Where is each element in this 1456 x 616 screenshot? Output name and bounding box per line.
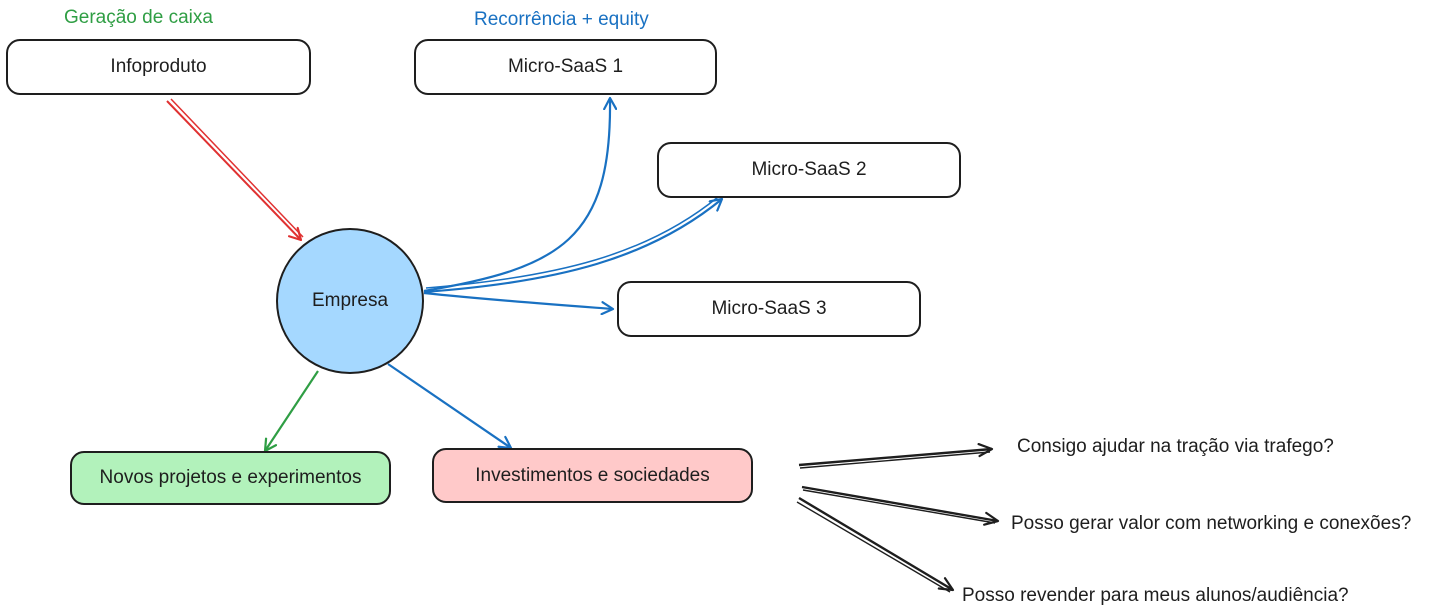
question-traction: Consigo ajudar na tração via trafego? (1017, 436, 1334, 457)
micro-saas-1-label: Micro-SaaS 1 (507, 56, 624, 77)
recurring-equity-title: Recorrência + equity (474, 9, 649, 30)
question-resell: Posso revender para meus alunos/audiênci… (962, 585, 1349, 606)
infoproduto-box[interactable]: Infoproduto (6, 39, 311, 95)
empresa-circle[interactable]: Empresa (276, 228, 424, 374)
micro-saas-2-label: Micro-SaaS 2 (751, 159, 867, 180)
micro-saas-3-label: Micro-SaaS 3 (711, 298, 827, 319)
arrow-to-question-1 (798, 449, 992, 469)
arrow-infoproduto-to-empresa (166, 98, 304, 240)
micro-saas-2-box[interactable]: Micro-SaaS 2 (657, 142, 961, 198)
arrow-empresa-to-micro-saas-1 (423, 98, 610, 293)
micro-saas-1-box[interactable]: Micro-SaaS 1 (414, 39, 717, 95)
micro-saas-3-box[interactable]: Micro-SaaS 3 (617, 281, 921, 337)
cash-generation-title: Geração de caixa (64, 7, 213, 28)
arrow-empresa-to-investimentos (387, 363, 511, 448)
arrow-empresa-to-micro-saas-3 (423, 291, 613, 309)
arrow-to-question-2 (801, 485, 998, 523)
arrow-empresa-to-novos-projetos (265, 370, 319, 451)
investimentos-box[interactable]: Investimentos e sociedades (432, 448, 753, 503)
empresa-label: Empresa (311, 290, 389, 311)
arrow-to-question-3 (796, 496, 953, 593)
novos-projetos-label: Novos projetos e experimentos (99, 467, 362, 488)
investimentos-label: Investimentos e sociedades (475, 464, 710, 486)
question-networking: Posso gerar valor com networking e conex… (1011, 513, 1412, 534)
arrow-empresa-to-micro-saas-2 (423, 196, 722, 294)
novos-projetos-box[interactable]: Novos projetos e experimentos (70, 451, 391, 505)
infoproduto-label: Infoproduto (110, 56, 207, 77)
